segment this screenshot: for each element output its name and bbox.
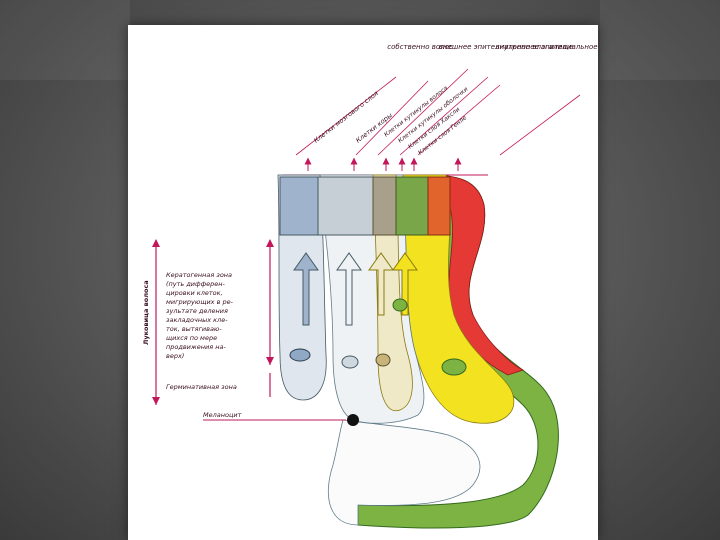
label-line bbox=[377, 68, 469, 156]
background-stripe bbox=[600, 0, 720, 80]
shaft-green-block bbox=[395, 176, 429, 236]
header-col-inner-sheath: внутреннее эпителиальное влагалище bbox=[495, 43, 598, 51]
label-line bbox=[295, 76, 397, 156]
label-line bbox=[417, 84, 501, 156]
kz-line: (путь дифферен- bbox=[166, 280, 226, 288]
cell bbox=[441, 358, 467, 376]
melanocyte-label: Меланоцит bbox=[203, 411, 242, 419]
cell bbox=[289, 348, 311, 362]
keratogenous-zone-text: Кератогенная зона (путь дифферен- цировк… bbox=[166, 271, 234, 360]
kz-line: верх) bbox=[166, 352, 184, 360]
background-stripe bbox=[0, 0, 130, 80]
growth-arrows bbox=[293, 252, 418, 326]
header-col-hair: собственно волос bbox=[387, 43, 453, 51]
slide: собственно волос внешнее эпителиальное в… bbox=[128, 25, 598, 540]
label-line bbox=[355, 80, 429, 156]
shaft-cortex-block bbox=[317, 176, 374, 236]
kz-line: закладочных кле- bbox=[166, 316, 228, 324]
hair-follicle-diagram: собственно волос внешнее эпителиальное в… bbox=[142, 43, 598, 529]
header-col-outer-sheath: внешнее эпителиальное влагалище bbox=[439, 43, 573, 51]
kz-line: мигрирующих в ре- bbox=[166, 298, 234, 306]
melanocyte-cell bbox=[347, 414, 359, 426]
axis-arrow bbox=[266, 239, 274, 247]
cell bbox=[375, 353, 391, 367]
axis-arrow bbox=[152, 397, 160, 405]
cell bbox=[392, 298, 408, 312]
shaft-orange-block bbox=[427, 176, 451, 236]
kz-line: щихся по мере bbox=[166, 334, 217, 342]
axis-arrow bbox=[266, 357, 274, 365]
label-line bbox=[399, 76, 489, 156]
kz-line: ток, вытягиваю- bbox=[166, 325, 222, 333]
bulb-axis-label: Луковица волоса bbox=[142, 280, 150, 345]
top-arrows bbox=[304, 157, 462, 171]
shaft-medulla-block bbox=[279, 176, 319, 236]
shaft-cuticle-block bbox=[372, 176, 397, 236]
axis-arrow bbox=[152, 239, 160, 247]
kz-line: Кератогенная зона bbox=[166, 271, 232, 279]
label-line bbox=[499, 94, 581, 156]
cell bbox=[341, 355, 359, 369]
kz-line: продвижения на- bbox=[166, 343, 226, 351]
label-cortex-cells: Клетки коры bbox=[354, 111, 394, 144]
germinal-zone-label: Герминативная зона bbox=[166, 383, 237, 391]
kz-line: зультате деления bbox=[166, 307, 228, 315]
hair-bulb bbox=[327, 419, 481, 526]
kz-line: цировки клеток, bbox=[166, 289, 223, 297]
